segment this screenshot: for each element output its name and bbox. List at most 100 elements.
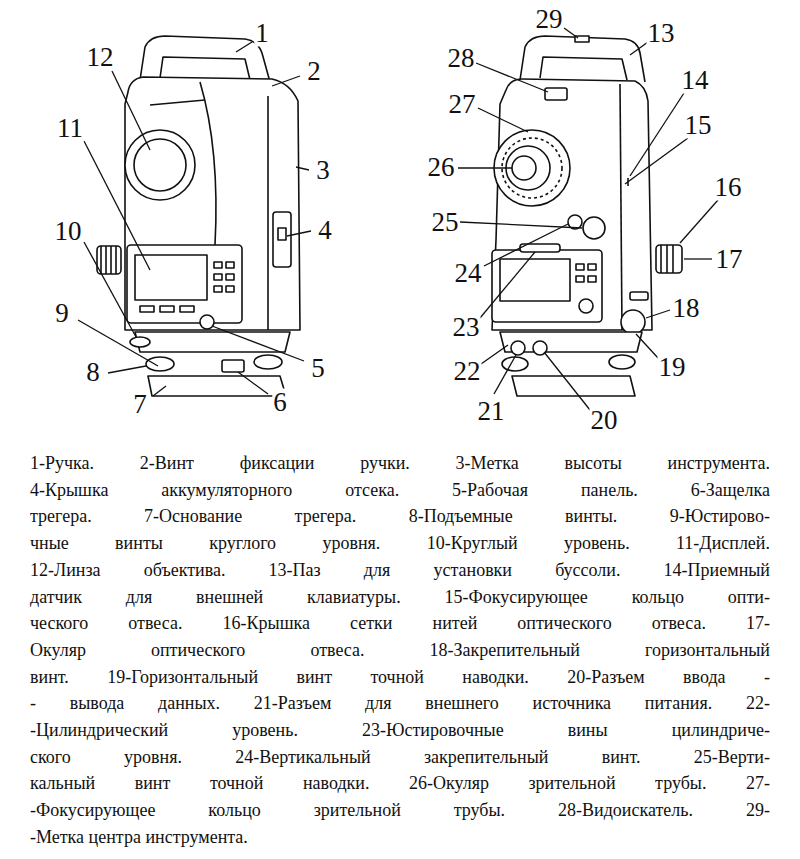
handle [520,36,645,82]
key [226,262,234,268]
leader-line [112,71,150,150]
caption-line: -Фокусирующее кольцо зрительной трубы. 2… [30,797,770,823]
caption-line: - вывода данных. 21-Разъем для внешнего … [30,690,770,716]
callout-number: 13 [647,20,676,47]
tribrach-base [148,376,286,396]
leader-line [680,200,718,243]
leader-line [630,42,648,55]
callout-number: 21 [477,398,506,425]
leader-line [84,242,136,337]
caption-line: винт. 19-Горизонтальный винт точной наво… [30,664,770,690]
callout-number: 29 [535,6,564,33]
caption-line: -Метка центра инструмента. [30,824,770,850]
caption-line: трегера. 7-Основание трегера. 8-Подъемны… [30,503,770,529]
key [140,306,154,312]
callout-number: 8 [85,359,101,386]
key [576,264,584,270]
side-knob [97,246,121,274]
power-key [200,315,214,329]
key [214,262,222,268]
body [492,79,652,330]
knob-ridges [101,246,116,274]
side-slot [630,292,648,300]
left-instrument [97,36,300,396]
foot-screw [254,355,282,369]
tribrach [135,332,290,352]
callout-number: 9 [54,300,70,327]
leader-line [153,386,166,396]
body [125,77,300,330]
key [214,274,222,280]
callout-number: 28 [447,45,476,72]
leader-line [108,366,146,373]
callout-number: 2 [306,58,322,85]
handle-inner [160,57,250,80]
leader-line [684,258,712,259]
data-port [511,341,525,355]
leader-line [458,167,512,168]
callout-number: 5 [310,355,326,382]
sight-line [150,100,205,105]
body-edge [620,84,622,330]
leader-line [564,28,578,38]
leader-line [625,138,688,184]
battery-latch [278,228,286,240]
callout-number: 25 [431,209,460,236]
display [500,259,570,301]
callout-number: 3 [315,157,331,184]
body-edge [267,96,269,330]
leader-line [646,310,670,318]
callout-number: 18 [672,295,701,322]
key [226,286,234,292]
tribrach-base [512,376,635,396]
handle-inner [540,57,627,80]
key [160,306,174,312]
caption-line: ческого отвеса. 16-Крышка сетки нитей оп… [30,610,770,636]
horizontal-clamp [621,310,645,334]
callout-number: 16 [714,174,743,201]
leader-line [494,355,516,394]
foot-screw [609,355,635,369]
handle [140,36,270,82]
leader-line [636,334,658,358]
knob-ridges [661,245,673,273]
callout-number: 11 [56,115,84,142]
foot-screw [146,357,174,371]
leader-line [236,42,252,52]
caption-line: чные винты круглого уровня. 10-Круглый у… [30,530,770,556]
eyepiece-lens [512,156,536,180]
callout-number: 26 [427,154,456,181]
plummet-eyepiece [656,245,682,273]
callout-number: 17 [715,246,744,273]
leader-line [212,326,304,361]
key [576,276,584,282]
callout-number: 27 [448,91,477,118]
leader-line [238,372,268,394]
battery-cover [273,212,291,267]
keyboard-panel [127,245,242,323]
leader-line [484,224,568,266]
callout-number: 6 [272,389,288,416]
standard-edge [200,82,216,245]
caption-line: 4-Крышка аккумуляторного отсека. 5-Рабоч… [30,477,770,503]
objective-lens [134,139,186,191]
callout-number: 14 [681,67,710,94]
vertical-tangent-screw [583,217,605,239]
key [588,276,596,282]
objective-rim [125,130,195,200]
leader-line [84,141,150,270]
power-key [579,299,593,313]
circular-level [130,337,150,347]
callout-number: 23 [452,314,481,341]
keyboard-panel [492,250,602,322]
leader-line [544,352,590,410]
eyepiece [506,146,550,190]
right-instrument [492,36,682,396]
leader-line [630,93,684,176]
leader-line [287,231,311,236]
caption-line: 1-Ручка. 2-Винт фиксации ручки. 3-Метка … [30,450,770,476]
caption-line: ского уровня. 24-Вертикальный закрепител… [30,744,770,770]
caption-line: 12-Линза объектива. 13-Паз для установки… [30,557,770,583]
